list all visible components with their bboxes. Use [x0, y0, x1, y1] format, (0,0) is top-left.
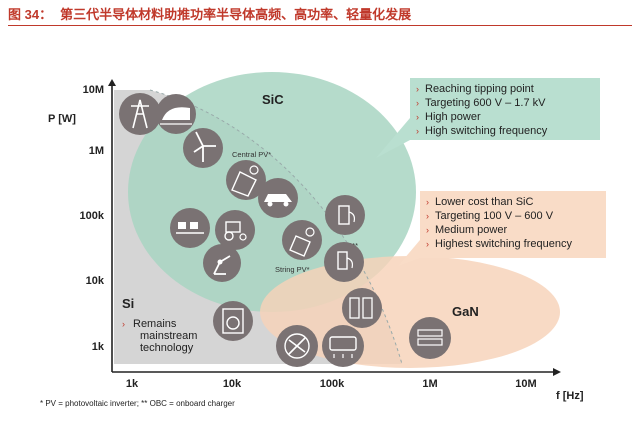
sic-callout-box — [410, 78, 600, 140]
gan-note-3: ›Medium power — [426, 224, 508, 236]
y-tick-1M: 1M — [89, 145, 104, 157]
charging-pile-icon — [325, 195, 365, 235]
high-speed-train-icon — [156, 94, 196, 134]
sic-callout-pointer — [376, 118, 410, 158]
server-rack-icon — [342, 288, 382, 328]
gan-note-2: ›Targeting 100 V – 600 V — [426, 210, 554, 222]
y-tick-100k: 100k — [80, 210, 105, 222]
x-tick-1M: 1M — [422, 378, 437, 390]
si-note-2: mainstream — [140, 330, 198, 342]
figure-title-text: 第三代半导体材料助推功率半导体高频、高功率、轻量化发展 — [60, 7, 412, 22]
fan-icon — [276, 325, 318, 367]
x-tick-10M: 10M — [515, 378, 536, 390]
air-conditioner-icon — [322, 325, 364, 367]
y-tick-1k: 1k — [92, 341, 105, 353]
gan-note-1: ›Lower cost than SiC — [426, 196, 534, 208]
sic-label: SiC — [262, 92, 284, 107]
x-axis-label: f [Hz] — [556, 390, 584, 402]
sic-callout: ›Reaching tipping point ›Targeting 600 V… — [416, 82, 547, 138]
figure-title: 图 34： 第三代半导体材料助推功率半导体高频、高功率、轻量化发展 — [8, 4, 411, 23]
si-notes: ›Remains mainstream technology — [122, 318, 198, 354]
wind-turbine-icon — [183, 128, 223, 168]
solar-panel-icon — [226, 160, 266, 200]
washing-machine-icon — [213, 301, 253, 341]
si-note-3: technology — [140, 342, 194, 354]
gan-note-4: ›Highest switching frequency — [426, 238, 572, 250]
y-tick-10k: 10k — [86, 275, 105, 287]
gan-label: GaN — [452, 304, 479, 319]
power-tower-icon — [119, 93, 161, 135]
robot-arm-icon — [203, 244, 241, 282]
obc-charger-icon — [324, 242, 364, 282]
solar-panel-small-icon — [282, 220, 322, 260]
server-unit-icon — [409, 317, 451, 359]
gan-callout: ›Lower cost than SiC ›Targeting 100 V – … — [426, 195, 572, 251]
si-note-1: Remains — [133, 318, 177, 330]
sic-note-3: ›High power — [416, 111, 481, 123]
x-tick-1k: 1k — [126, 378, 139, 390]
y-axis-label: P [W] — [48, 113, 76, 125]
conveyor-icon — [170, 208, 210, 248]
si-label: Si — [122, 296, 134, 311]
x-tick-10k: 10k — [223, 378, 242, 390]
title-divider — [8, 25, 632, 26]
tractor-icon — [215, 210, 255, 250]
string-pv-label: String PV* — [275, 265, 310, 274]
electric-car-icon — [258, 178, 298, 218]
figure-number: 图 34： — [8, 7, 53, 22]
sic-note-1: ›Reaching tipping point — [416, 83, 534, 95]
central-pv-label: Central PV* — [232, 150, 271, 159]
gan-callout-pointer — [398, 240, 420, 266]
footnote: * PV = photovoltaic inverter; ** OBC = o… — [40, 399, 235, 408]
x-axis-arrow — [553, 368, 561, 376]
sic-note-2: ›Targeting 600 V – 1.7 kV — [416, 97, 546, 109]
sic-note-4: ›High switching frequency — [416, 125, 548, 137]
y-tick-10M: 10M — [83, 84, 104, 96]
x-tick-100k: 100k — [320, 378, 345, 390]
gan-callout-box — [420, 191, 606, 258]
y-axis-arrow — [108, 79, 116, 86]
si-boundary-dashed — [149, 89, 403, 365]
